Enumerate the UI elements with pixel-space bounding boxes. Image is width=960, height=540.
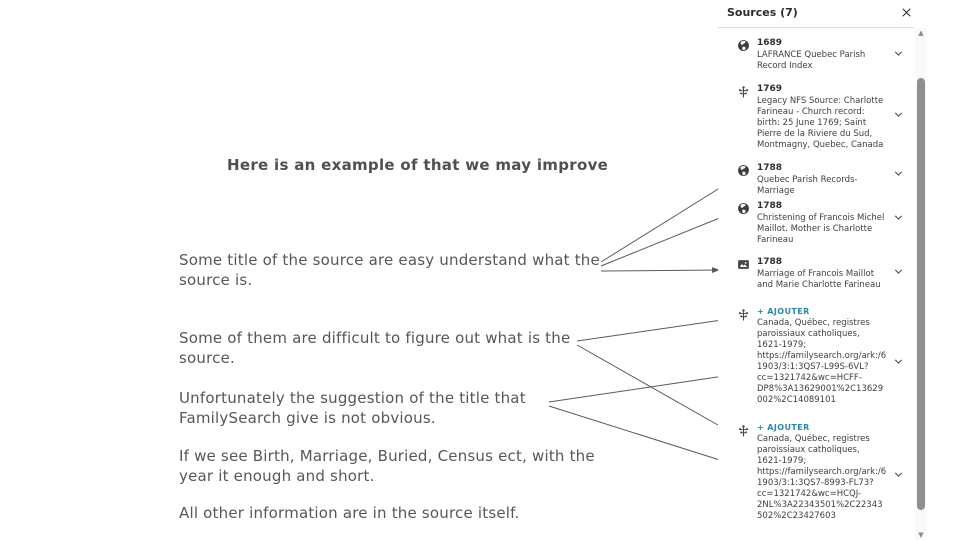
globe-icon (737, 39, 750, 52)
sources-panel-title: Sources (7) (727, 6, 798, 19)
chevron-down-icon[interactable] (892, 265, 905, 278)
paragraph-difficult: Some of them are difficult to figure out… (179, 329, 571, 367)
chevron-down-icon[interactable] (892, 167, 905, 180)
source-title: Marriage of Francois Maillot and Marie C… (757, 269, 881, 290)
arrow-paragraph-1-to-source-3 (600, 180, 732, 263)
scroll-down-arrow-icon[interactable]: ▼ (918, 531, 924, 539)
source-item-1689[interactable]: 1689 LAFRANCE Quebec Parish Record Index (737, 38, 909, 72)
sources-panel-header: Sources (7) (718, 0, 914, 28)
paragraph-other-info: All other information are in the source … (179, 504, 520, 522)
sources-scrollbar[interactable]: ▲ ▼ (915, 28, 927, 540)
source-title: Christening of Francois Michel Maillot. … (757, 213, 885, 245)
image-icon (737, 258, 750, 271)
scroll-up-arrow-icon[interactable]: ▲ (918, 29, 924, 37)
source-title: LAFRANCE Quebec Parish Record Index (757, 50, 866, 71)
source-title: Quebec Parish Records-Marriage (757, 175, 858, 196)
paragraph-easy-titles: Some title of the source are easy unders… (179, 251, 600, 289)
source-item-1788-marriage-image[interactable]: 1788 Marriage of Francois Maillot and Ma… (737, 257, 909, 291)
paragraph-birth-marriage: If we see Birth, Marriage, Buried, Censu… (179, 447, 595, 485)
globe-icon (737, 202, 750, 215)
paragraph-unfortunately: Unfortunately the suggestion of the titl… (179, 389, 526, 427)
source-item-1788-christening[interactable]: 1788 Christening of Francois Michel Mail… (737, 201, 909, 246)
source-year: 1788 (757, 257, 783, 267)
source-item-1788-marriage-record[interactable]: 1788 Quebec Parish Records-Marriage (737, 163, 909, 197)
tree-icon (737, 424, 750, 437)
add-source-link[interactable]: + AJOUTER (757, 423, 810, 432)
source-year: 1689 (757, 38, 783, 48)
source-year: 1788 (757, 163, 783, 173)
scrollbar-thumb[interactable] (917, 78, 925, 510)
slide-title: Here is an example of that we may improv… (227, 156, 609, 174)
source-year: 1788 (757, 201, 783, 211)
close-icon[interactable] (900, 6, 913, 19)
chevron-down-icon[interactable] (892, 47, 905, 60)
source-item-registres-2[interactable]: + AJOUTER Canada, Québec, registres paro… (737, 423, 909, 522)
chevron-down-icon[interactable] (892, 108, 905, 121)
add-source-link[interactable]: + AJOUTER (757, 307, 810, 316)
tree-icon (737, 85, 750, 98)
sources-list: 1689 LAFRANCE Quebec Parish Record Index… (718, 28, 914, 540)
source-title: Canada, Québec, registres paroissiaux ca… (757, 318, 887, 405)
globe-icon (737, 164, 750, 177)
source-title: Legacy NFS Source: Charlotte Farineau - … (757, 96, 884, 150)
chevron-down-icon[interactable] (892, 355, 905, 368)
tree-icon (737, 308, 750, 321)
chevron-down-icon[interactable] (892, 211, 905, 224)
source-year: 1769 (757, 84, 783, 94)
sources-panel: Sources (7) 1689 LAFRANCE Quebec Parish … (718, 0, 960, 540)
chevron-down-icon[interactable] (892, 468, 905, 481)
source-item-1769[interactable]: 1769 Legacy NFS Source: Charlotte Farine… (737, 84, 909, 151)
source-item-registres-1[interactable]: + AJOUTER Canada, Québec, registres paro… (737, 307, 909, 406)
source-title: Canada, Québec, registres paroissiaux ca… (757, 434, 887, 521)
